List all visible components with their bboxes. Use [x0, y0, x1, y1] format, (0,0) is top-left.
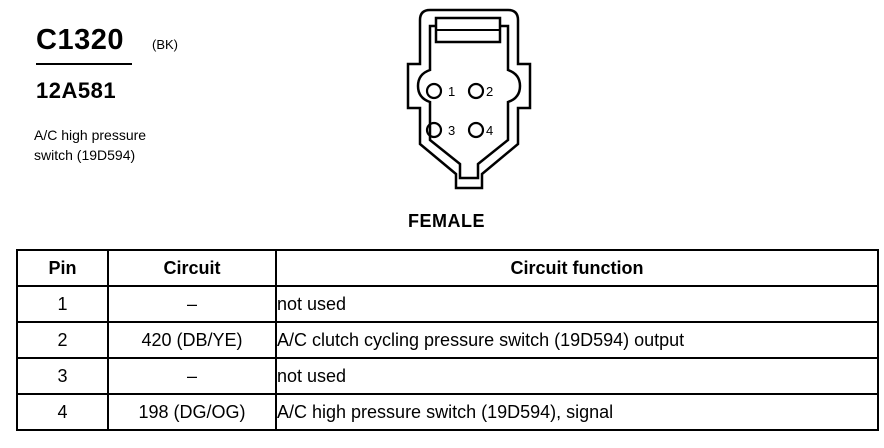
pin-4-label: 4: [486, 123, 493, 138]
pinout-table: Pin Circuit Circuit function 1 – not use…: [16, 249, 879, 431]
connector-housing-outline: [406, 8, 532, 190]
pin-cell: 1: [16, 285, 109, 323]
function-cell: A/C clutch cycling pressure switch (19D5…: [275, 321, 879, 359]
connector-id: C1320: [36, 24, 124, 56]
description-line-2: switch (19D594): [34, 147, 136, 163]
circuit-cell: –: [107, 285, 277, 323]
pin-cell: 3: [16, 357, 109, 395]
part-number: 12A581: [36, 78, 117, 103]
table-row: 4 198 (DG/OG) A/C high pressure switch (…: [16, 393, 879, 431]
table-header-row: Pin Circuit Circuit function: [16, 249, 879, 287]
connector-description: A/C high pressure switch (19D594): [34, 125, 146, 165]
pin-3-cavity: [425, 121, 443, 139]
pin-cell: 4: [16, 393, 109, 431]
table-row: 1 – not used: [16, 285, 879, 323]
circuit-cell: 420 (DB/YE): [107, 321, 277, 359]
pin-2-label: 2: [486, 84, 493, 99]
table-row: 3 – not used: [16, 357, 879, 395]
connector-id-underline: [36, 63, 132, 65]
description-line-1: A/C high pressure: [34, 127, 147, 143]
color-code: (BK): [152, 37, 178, 52]
pin-3-label: 3: [448, 123, 455, 138]
pin-1-label: 1: [448, 84, 455, 99]
function-cell: not used: [275, 357, 879, 395]
circuit-cell: –: [107, 357, 277, 395]
header-pin: Pin: [16, 249, 109, 287]
header-circuit: Circuit: [107, 249, 277, 287]
pin-4-cavity: [467, 121, 485, 139]
pin-2-cavity: [467, 82, 485, 100]
function-cell: A/C high pressure switch (19D594), signa…: [275, 393, 879, 431]
header-circuit-function: Circuit function: [275, 249, 879, 287]
pin-cell: 2: [16, 321, 109, 359]
table-row: 2 420 (DB/YE) A/C clutch cycling pressur…: [16, 321, 879, 359]
connector-gender-label: FEMALE: [408, 211, 485, 231]
function-cell: not used: [275, 285, 879, 323]
connector-face-diagram: 1 2 3 4: [406, 8, 532, 190]
pin-1-cavity: [425, 82, 443, 100]
circuit-cell: 198 (DG/OG): [107, 393, 277, 431]
connector-inner-face: [416, 24, 522, 180]
